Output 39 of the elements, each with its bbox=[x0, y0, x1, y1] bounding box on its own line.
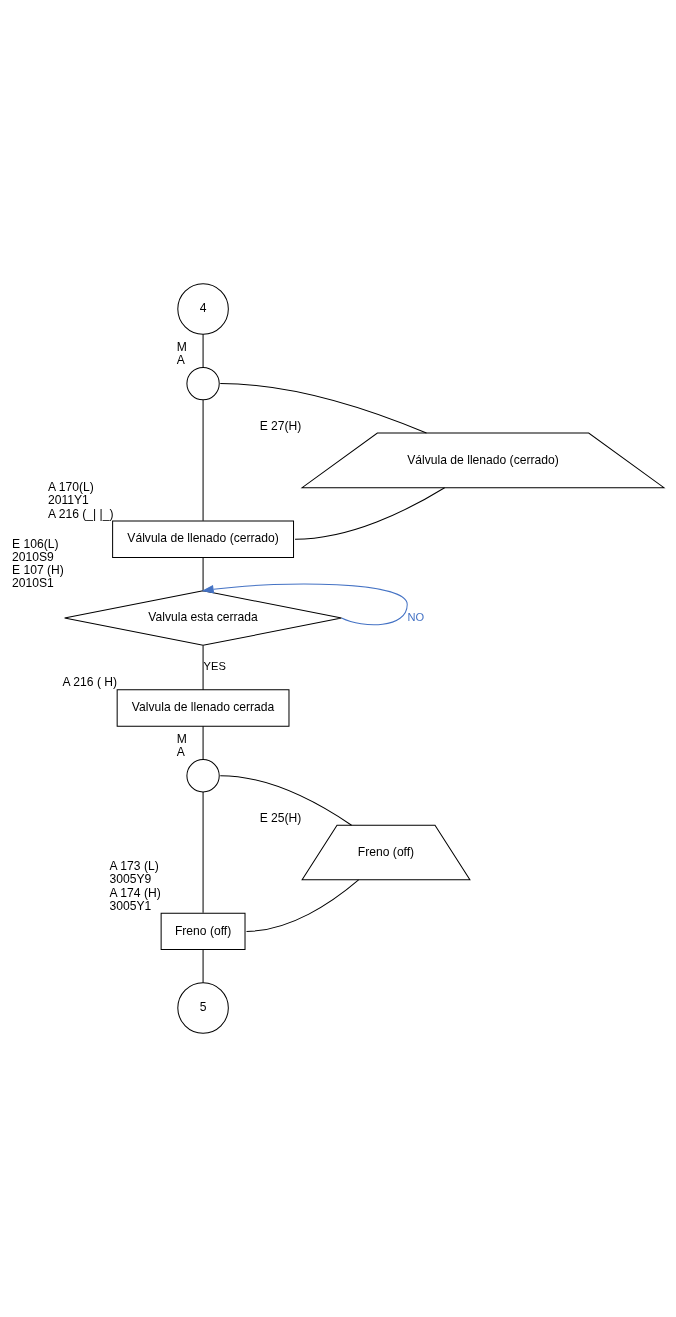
edge-label: NO bbox=[407, 610, 425, 623]
node-label: A bbox=[176, 352, 185, 367]
arrow bbox=[201, 583, 408, 626]
node-label: A 216 ( H) bbox=[62, 675, 118, 690]
connector bbox=[294, 487, 446, 540]
edge-label: YES bbox=[203, 660, 226, 673]
node-circle: 4 bbox=[177, 283, 229, 335]
connector bbox=[202, 333, 204, 368]
node-diamond: Valvula esta cerrada bbox=[64, 590, 343, 646]
node-label: 2010S1 bbox=[12, 576, 54, 591]
node-label: 2011Y1 bbox=[47, 493, 89, 508]
node-label: E 25(H) bbox=[259, 810, 302, 825]
node-label: M bbox=[176, 731, 187, 746]
node-circle bbox=[186, 759, 220, 793]
node-box: Valvula de llenado cerrada bbox=[116, 689, 290, 727]
connector bbox=[202, 791, 204, 914]
connector bbox=[202, 949, 204, 984]
node-label: E 27(H) bbox=[259, 418, 302, 433]
node-label: A bbox=[176, 745, 185, 760]
connector bbox=[219, 775, 353, 826]
node-label: E 106(L) bbox=[12, 536, 59, 551]
connector bbox=[202, 644, 204, 691]
node-label: 2010S9 bbox=[12, 550, 54, 565]
node-circle bbox=[186, 366, 220, 401]
node-box: Válvula de llenado (cerrado) bbox=[112, 520, 295, 558]
node-label: 3005Y9 bbox=[109, 872, 152, 887]
connector bbox=[202, 725, 204, 760]
node-label: A 216 (_| |_) bbox=[47, 506, 114, 521]
connector bbox=[202, 557, 204, 592]
node-label: M bbox=[176, 339, 187, 354]
connector bbox=[219, 383, 427, 434]
node-label: A 173 (L) bbox=[109, 859, 159, 874]
connector bbox=[246, 879, 360, 932]
node-label: E 107 (H) bbox=[12, 563, 64, 578]
node-label: A 174 (H) bbox=[109, 885, 161, 900]
node-circle: 5 bbox=[177, 982, 229, 1034]
node-label: A 170(L) bbox=[47, 480, 94, 495]
node-box: Freno (off) bbox=[160, 912, 246, 951]
connector bbox=[202, 399, 204, 522]
